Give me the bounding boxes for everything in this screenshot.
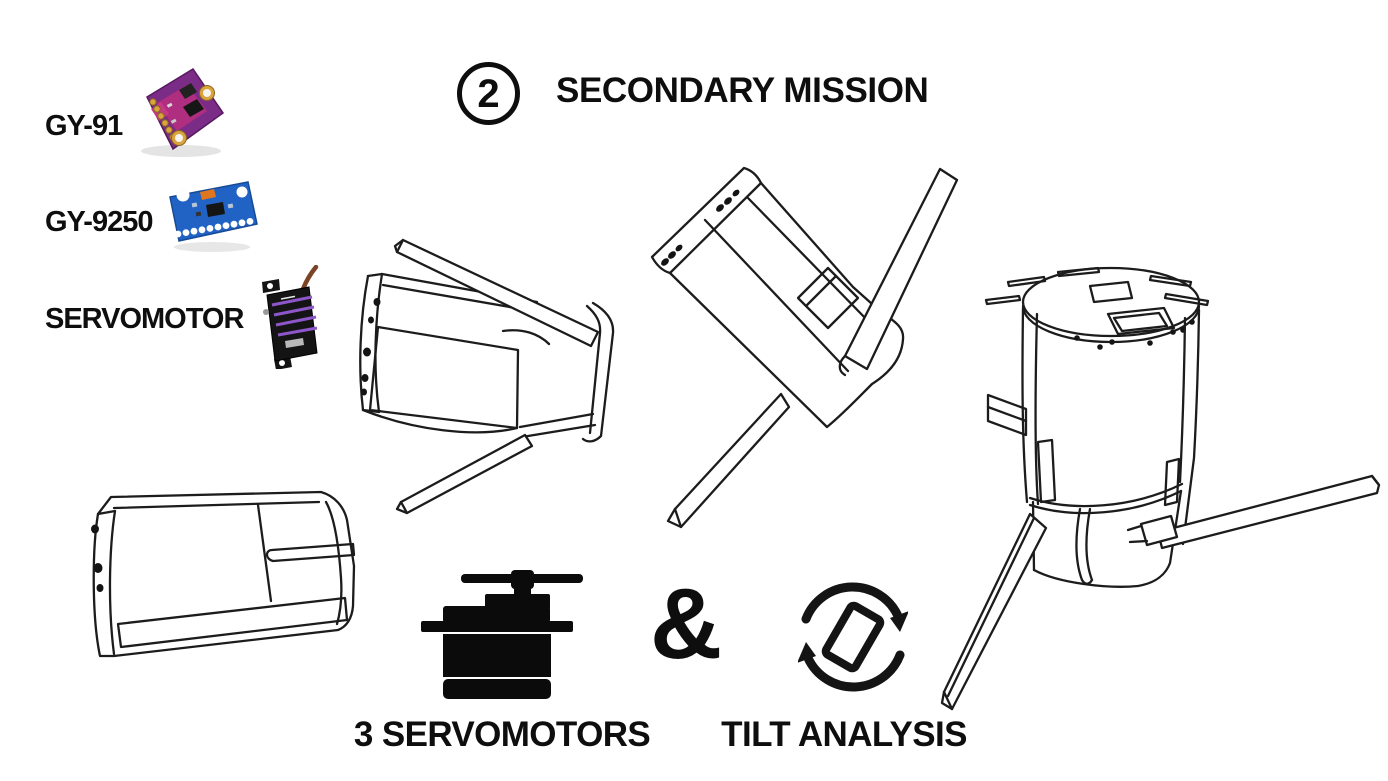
- ampersand: &: [650, 568, 723, 680]
- gy9250-board-image: [169, 181, 258, 252]
- hardware-label-gy91: GY-91: [45, 110, 123, 142]
- cansat-legs-opening-drawing: [359, 238, 615, 515]
- tilt-rotation-icon: [798, 582, 908, 692]
- gy91-board-image: [141, 67, 225, 157]
- servo-icon: [421, 570, 583, 699]
- hardware-label-servomotor: SERVOMOTOR: [45, 303, 244, 335]
- servomotor-image: [262, 265, 319, 369]
- cansat-self-righting-drawing: [650, 166, 959, 529]
- step-number-badge: 2: [457, 62, 520, 125]
- hardware-label-gy9250: GY-9250: [45, 206, 153, 238]
- cansat-stowed-drawing: [91, 490, 356, 658]
- step-number: 2: [477, 71, 500, 116]
- servomotors-caption: 3 SERVOMOTORS: [353, 715, 651, 754]
- page-title: SECONDARY MISSION: [556, 71, 929, 110]
- cansat-landed-tripod-drawing: [940, 266, 1381, 711]
- tilt-analysis-caption: TILT ANALYSIS: [721, 715, 967, 754]
